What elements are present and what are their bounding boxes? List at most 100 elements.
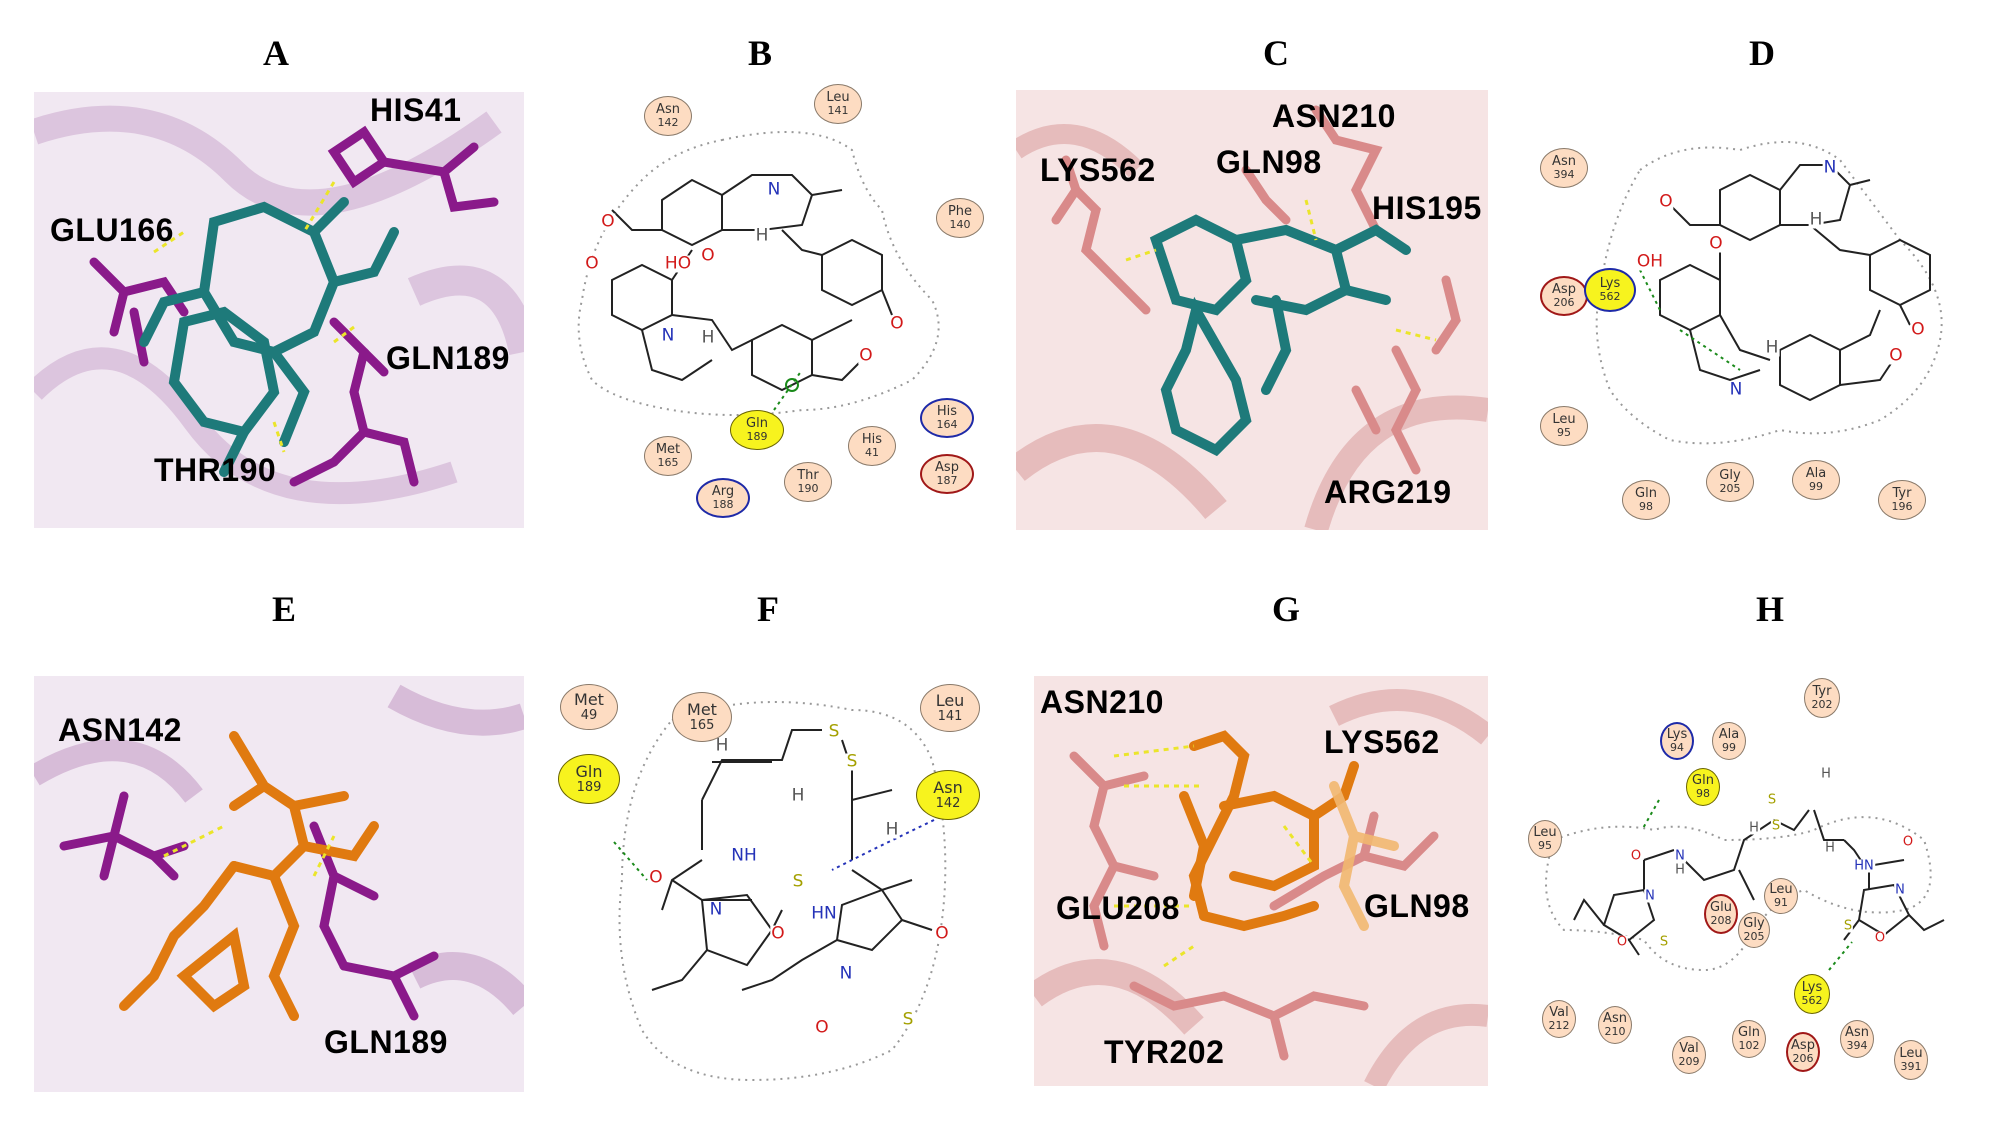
oxygen-atom: O <box>1910 319 1926 340</box>
nitrogen-atom: N <box>1822 157 1838 178</box>
nitrogen-atom: N <box>766 179 782 200</box>
residue-label: LYS562 <box>1040 152 1156 188</box>
oxygen-atom: O <box>889 313 905 334</box>
2d-structure <box>613 701 947 1082</box>
oxygen-atom: O <box>1615 934 1629 950</box>
hydrogen-atom: H <box>1764 337 1780 358</box>
amine-group: NH <box>730 845 758 866</box>
hydrogen-atom: H <box>714 735 730 756</box>
molecule-render <box>1034 676 1488 1086</box>
nitrogen-atom: N <box>1728 379 1744 400</box>
residue-label: ASN142 <box>58 712 182 748</box>
amine-group: HN <box>810 903 838 924</box>
hydrogen-atom: H <box>1674 862 1686 878</box>
sulfur-atom: S <box>1766 792 1778 808</box>
residue-label: GLN98 <box>1216 144 1322 180</box>
nitrogen-atom: N <box>1674 848 1686 864</box>
3d-structure-view: HIS41 GLU166 GLN189 THR190 <box>34 92 524 528</box>
sulfur-atom: S <box>827 721 841 742</box>
oxygen-atom: O <box>934 923 950 944</box>
residue-label: ARG219 <box>1324 474 1452 510</box>
hydrogen-atom: H <box>884 819 900 840</box>
oxygen-atom: O <box>770 923 786 944</box>
hydrogen-atom: H <box>1748 820 1760 836</box>
hydrogen-atom: H <box>700 327 716 348</box>
residue-label: HIS41 <box>370 92 462 128</box>
oxygen-atom: O <box>600 211 616 232</box>
residue-label: GLU208 <box>1056 890 1180 926</box>
residue-label: LYS562 <box>1324 724 1440 760</box>
hydrogen-atom: H <box>1820 766 1832 782</box>
residue-label: ASN210 <box>1272 98 1396 134</box>
nitrogen-atom: N <box>1894 882 1906 898</box>
residue-label: TYR202 <box>1104 1034 1225 1070</box>
panel-label: D <box>1749 33 1775 73</box>
residue-label: GLN189 <box>324 1024 448 1060</box>
oxygen-atom: O <box>814 1017 830 1038</box>
molecule-render <box>34 676 524 1092</box>
3d-structure-view: ASN210 LYS562 GLN98 HIS195 ARG219 <box>1016 90 1488 530</box>
residue-label: HIS195 <box>1372 190 1482 226</box>
hydroxyl-group: HO <box>663 253 693 274</box>
oxygen-atom: O <box>648 867 664 888</box>
panel-label: B <box>747 33 773 73</box>
panel-label: A <box>263 33 289 73</box>
nitrogen-atom: N <box>838 963 854 984</box>
residue-label: ASN210 <box>1040 684 1164 720</box>
panel-label: G <box>1271 589 1301 629</box>
panel-label: C <box>1263 33 1289 73</box>
oxygen-atom: O <box>1708 233 1724 254</box>
3d-structure-view: ASN142 GLN189 <box>34 676 524 1092</box>
sulfur-atom: S <box>845 751 859 772</box>
oxygen-atom: O <box>1629 848 1643 864</box>
panel-label: H <box>1755 589 1785 629</box>
oxygen-atom: O <box>1658 191 1674 212</box>
oxygen-atom: O <box>1888 345 1904 366</box>
hydrogen-atom: H <box>1808 209 1824 230</box>
oxygen-atom: O <box>700 245 716 266</box>
oxygen-atom: O <box>1873 930 1887 946</box>
amine-group: HN <box>1853 858 1875 874</box>
sulfur-atom: S <box>1842 918 1854 934</box>
hydroxyl-group: OH <box>1635 251 1665 272</box>
oxygen-atom: O <box>584 253 600 274</box>
residue-label: GLN98 <box>1364 888 1470 924</box>
nitrogen-atom: N <box>708 899 724 920</box>
sulfur-atom: S <box>791 871 805 892</box>
sulfur-atom: S <box>1658 934 1670 950</box>
sulfur-atom: S <box>901 1009 915 1030</box>
oxygen-atom: O <box>1901 834 1915 850</box>
nitrogen-atom: N <box>1644 888 1656 904</box>
